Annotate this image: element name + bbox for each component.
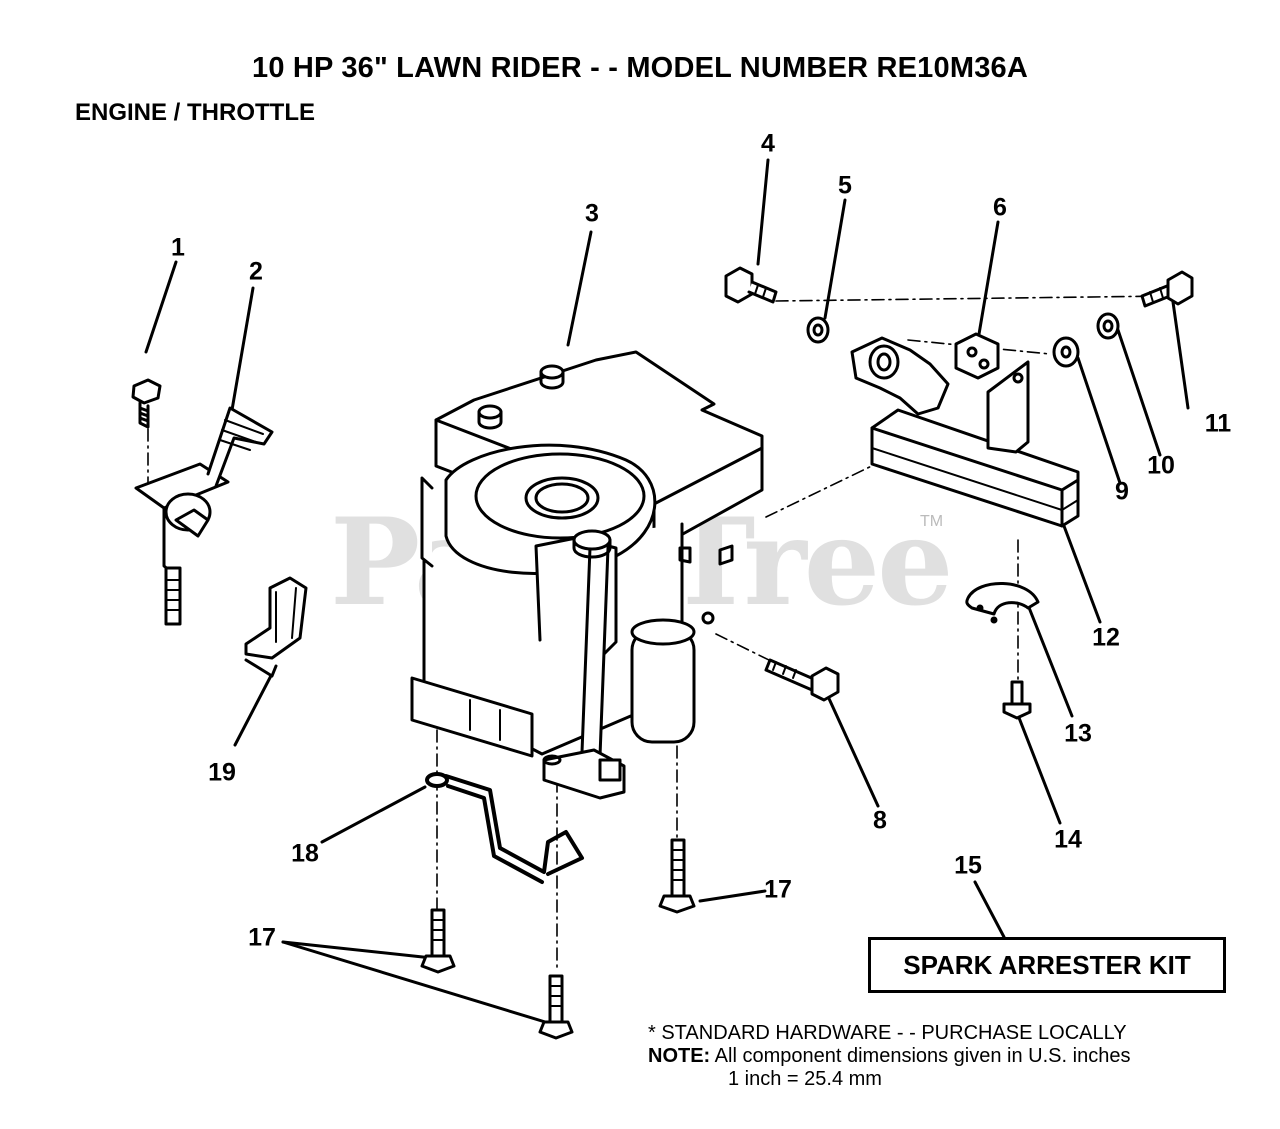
callout-10: 10 <box>1147 451 1175 480</box>
callout-1: 1 <box>171 233 185 262</box>
part-1-bolt <box>131 378 162 429</box>
part-18-oil-drain <box>425 772 584 884</box>
callout-3: 3 <box>585 199 599 228</box>
exhaust-pipe <box>850 336 950 416</box>
part-13-spark-screen <box>965 582 1040 624</box>
callout-4: 4 <box>761 129 775 158</box>
section-subtitle: ENGINE / THROTTLE <box>75 99 315 126</box>
callout-2: 2 <box>249 257 263 286</box>
part-4-bolt <box>724 266 778 304</box>
notes-dimension-line: NOTE: All component dimensions given in … <box>648 1045 1130 1068</box>
washers <box>806 312 1120 368</box>
notes-hardware-line: * STANDARD HARDWARE - - PURCHASE LOCALLY <box>648 1022 1127 1044</box>
diagram-title: 10 HP 36" LAWN RIDER - - MODEL NUMBER RE… <box>251 52 1028 84</box>
part-3-engine <box>410 350 764 800</box>
callout-11: 11 <box>1204 409 1232 438</box>
callout-12: 12 <box>1092 623 1120 652</box>
spark-arrester-kit-text: SPARK ARRESTER KIT <box>903 949 1191 980</box>
callout-18: 18 <box>291 839 319 868</box>
part-12-muffler <box>870 360 1080 528</box>
callout-15: 15 <box>954 851 982 880</box>
callout-6: 6 <box>993 193 1007 222</box>
callout-8: 8 <box>873 806 887 835</box>
notes-block: * STANDARD HARDWARE - - PURCHASE LOCALLY… <box>648 1022 1130 1091</box>
part-19-bracket <box>244 576 308 678</box>
callout-17-pair: 17 <box>248 923 276 952</box>
notes-dimension-text: All component dimensions given in U.S. i… <box>714 1045 1131 1067</box>
watermark-tm: TM <box>920 513 944 530</box>
callout-9: 9 <box>1115 477 1129 506</box>
callout-19: 19 <box>208 758 236 787</box>
callout-17-single: 17 <box>764 875 792 904</box>
part-6-gasket <box>954 332 1000 380</box>
part-11-bolt <box>1140 270 1194 308</box>
part-17-bolts <box>420 838 696 1040</box>
notes-conversion-line: 1 inch = 25.4 mm <box>728 1068 882 1090</box>
part-14-screw <box>1002 680 1032 720</box>
notes-note-label: NOTE: <box>648 1045 711 1067</box>
callout-13: 13 <box>1064 719 1092 748</box>
callout-14: 14 <box>1054 825 1082 854</box>
leader-lines <box>144 158 1190 1027</box>
callout-5: 5 <box>838 171 852 200</box>
spark-arrester-kit-label: SPARK ARRESTER KIT <box>868 937 1226 993</box>
part-2-throttle-control <box>134 406 274 626</box>
part-8-bolt <box>764 658 840 702</box>
